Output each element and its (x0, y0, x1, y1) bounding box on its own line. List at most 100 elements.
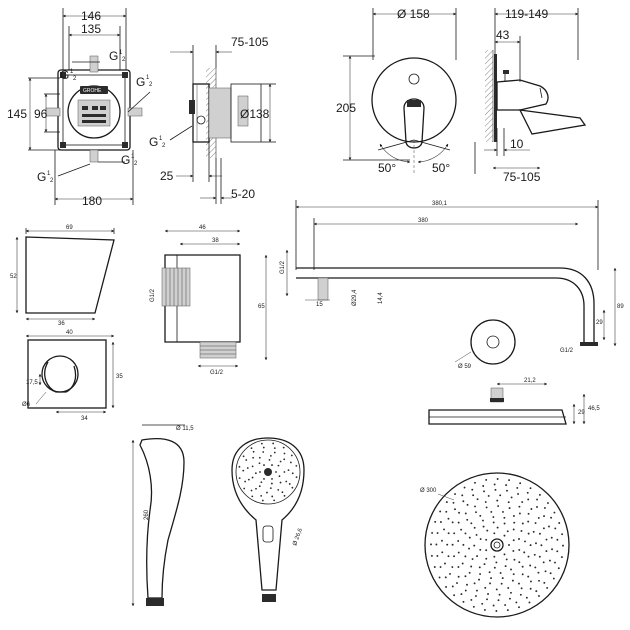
head-width-label: 21,2 (524, 378, 536, 384)
nozzle-dot (529, 487, 532, 490)
nozzle-dot (510, 591, 512, 594)
nozzle-dot (445, 501, 448, 504)
svg-text:G: G (37, 170, 46, 184)
nozzle-dot (258, 485, 261, 488)
nozzle-dot (463, 486, 466, 489)
nozzle-dot (449, 572, 451, 575)
nozzle-dot (464, 512, 467, 515)
nozzle-dot (254, 472, 257, 475)
nozzle-dot (457, 521, 460, 524)
nozzle-dot (554, 561, 556, 564)
nozzle-dot (473, 544, 476, 547)
plate-10-label: 10 (510, 137, 524, 151)
arm-15-label: 15 (316, 302, 323, 308)
nozzle-dot (550, 516, 553, 519)
thread-label-bottom-right: G 1 2 (121, 153, 138, 167)
nozzle-dot (537, 516, 540, 519)
nozzle-dot (451, 585, 454, 588)
nozzle-dot (511, 579, 514, 582)
nozzle-dot (273, 499, 276, 502)
elbow-width-label: 46 (199, 225, 206, 231)
nozzle-dot (260, 481, 263, 484)
nozzle-dot (439, 521, 442, 523)
nozzle-dot (441, 551, 444, 554)
nozzle-dot (542, 561, 545, 564)
nozzle-dot (493, 566, 496, 569)
nozzle-dot (535, 542, 537, 545)
head-diameter-label: Ø 300 (420, 488, 437, 494)
holder-depth-label: 40 (66, 330, 73, 336)
nozzle-dot (474, 481, 476, 484)
nozzle-dot (548, 525, 550, 528)
holder-bottom-width-label: 34 (81, 416, 88, 422)
nozzle-dot (489, 582, 491, 585)
nozzle-dot (470, 598, 473, 601)
nozzle-dot (527, 532, 530, 535)
nozzle-dot (524, 540, 526, 543)
nozzle-dot (271, 495, 274, 498)
nozzle-dot (243, 487, 246, 490)
nozzle-dot (262, 446, 265, 449)
thread-label-top-left: G 1 2 (60, 68, 77, 82)
nozzle-dot (278, 475, 281, 478)
nozzle-dot (485, 557, 488, 560)
nozzle-dot (540, 544, 543, 547)
nozzle-dot (534, 566, 537, 569)
nozzle-dot (518, 538, 520, 540)
nozzle-dot (481, 602, 484, 605)
nozzle-dot (453, 532, 456, 535)
nozzle-dot (553, 511, 556, 514)
hand-shower-nozzles (238, 442, 298, 502)
nozzle-dot (279, 460, 282, 463)
nozzle-dot (538, 555, 541, 558)
nozzle-dot (545, 538, 548, 541)
nozzle-dot (466, 503, 469, 506)
arm-d1-label: Ø29,4 (352, 289, 358, 306)
nozzle-dot (526, 491, 529, 494)
nozzle-dot (549, 572, 552, 575)
svg-text:G: G (109, 49, 118, 63)
nozzle-dot (519, 593, 522, 596)
angle-left-label: 50° (378, 161, 396, 175)
nozzle-dot (516, 486, 519, 489)
nozzle-dot (434, 520, 437, 523)
plate-height-label: 205 (336, 101, 356, 115)
nozzle-dot (493, 483, 496, 486)
nozzle-dot (506, 609, 509, 612)
nozzle-dot (478, 578, 480, 581)
nozzle-dot (468, 571, 471, 574)
nozzle-dot (289, 461, 292, 464)
nozzle-dot (486, 598, 488, 601)
nozzle-dot (560, 556, 563, 559)
nozzle-dot (252, 456, 255, 459)
nozzle-dot (252, 450, 255, 453)
nozzle-dot (512, 515, 515, 517)
nozzle-dot (496, 478, 499, 480)
nozzle-dot (495, 588, 498, 591)
nozzle-dot (538, 493, 541, 496)
nozzle-dot (490, 577, 492, 580)
nozzle-dot (263, 464, 265, 466)
nozzle-dot (277, 488, 280, 491)
head-height-label: 29 (578, 410, 585, 416)
nozzle-dot (471, 488, 474, 491)
nozzle-dot (238, 465, 241, 468)
nozzle-dot (547, 502, 549, 504)
nozzle-dot (528, 601, 531, 604)
nozzle-dot (451, 566, 454, 569)
nozzle-dot (439, 566, 442, 568)
nozzle-dot (273, 451, 276, 454)
plate-range-label: 119-149 (505, 7, 548, 21)
nozzle-dot (519, 482, 522, 485)
nozzle-dot (483, 490, 485, 493)
holder-side-height-label: 35 (116, 374, 123, 380)
nozzle-dot (479, 548, 482, 551)
rain-shower-top-view: Ø 300 (420, 472, 570, 618)
plate-depth-label: 43 (496, 28, 510, 42)
nozzle-dot (545, 550, 548, 553)
nozzle-dot (485, 506, 488, 509)
nozzle-dot (532, 530, 535, 533)
nozzle-dot (496, 499, 499, 502)
nozzle-dot (245, 459, 248, 461)
nozzle-dot (238, 477, 241, 480)
